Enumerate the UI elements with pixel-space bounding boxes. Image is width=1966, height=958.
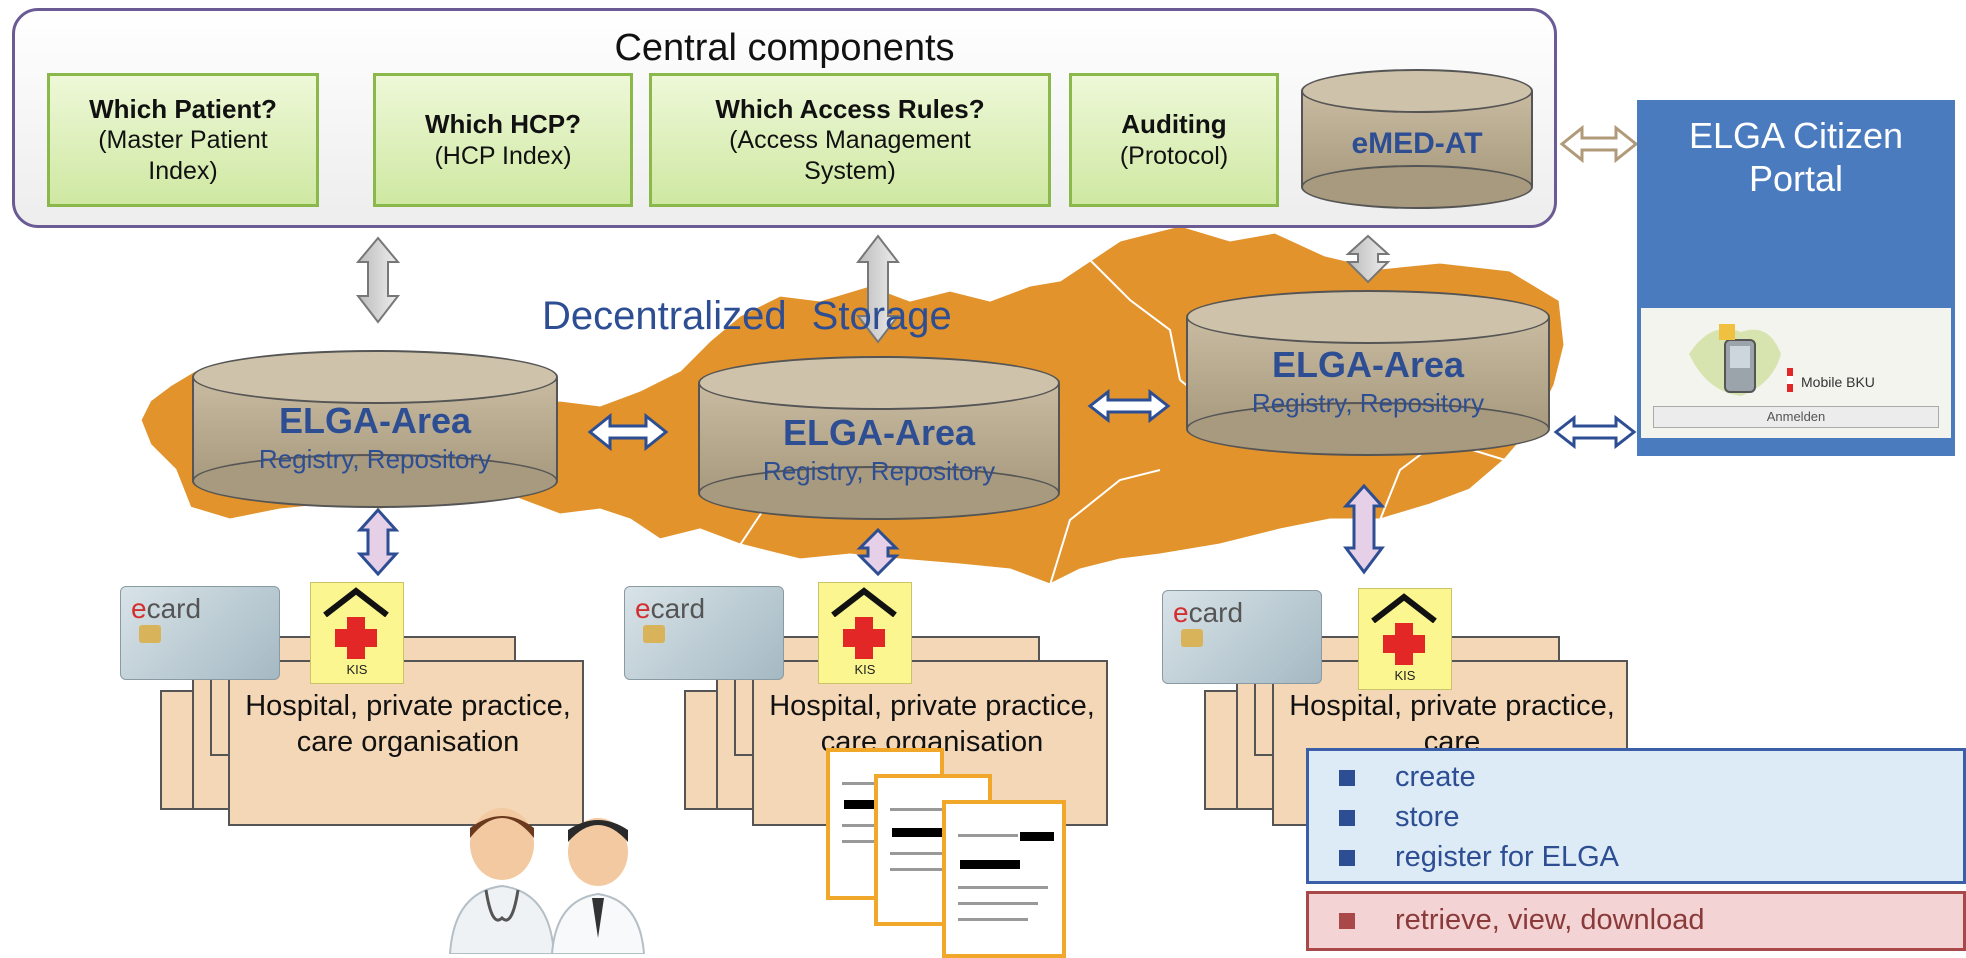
provider-text: Hospital, private practice, care — [1289, 690, 1615, 759]
central-components-title: Central components — [614, 27, 955, 69]
ecard-icon: ecard — [120, 586, 280, 680]
access-management-box: Which Access Rules? (Access Management S… — [649, 73, 1051, 207]
elga-area-title: ELGA-Area — [1271, 344, 1465, 385]
elga-area-subtitle: Registry, Repository — [1251, 388, 1485, 418]
legend-item-retrieve: retrieve, view, download — [1339, 904, 1705, 937]
kis-label: KIS — [346, 662, 368, 677]
provider-card — [228, 660, 584, 826]
auditing-box: Auditing (Protocol) — [1069, 73, 1279, 207]
elga-area-title: ELGA-Area — [782, 412, 976, 453]
box-heading: Which Patient? — [89, 93, 277, 124]
legend-citizen-actions: retrieve, view, download — [1306, 891, 1966, 951]
emed-at-label: eMED-AT — [1351, 127, 1483, 160]
elga-area-title: ELGA-Area — [278, 400, 472, 441]
ecard-icon: ecard — [624, 586, 784, 680]
elga-area-database: ELGA-Area Registry, Repository — [192, 350, 558, 508]
legend-item-create: create — [1339, 761, 1476, 794]
mobile-phone-icon — [1689, 324, 1781, 396]
ecard-icon: ecard — [1162, 590, 1322, 684]
kis-hospital-icon: KIS — [310, 582, 404, 684]
bku-flag-icon — [1787, 368, 1793, 392]
box-heading: Which Access Rules? — [715, 93, 985, 124]
kis-hospital-icon: KIS — [818, 582, 912, 684]
portal-title: ELGA Citizen Portal — [1688, 115, 1904, 200]
box-heading: Auditing — [1121, 108, 1227, 139]
box-subtext: (Protocol) — [1119, 141, 1229, 170]
decentralized-storage-label: Decentralized Storage — [542, 294, 952, 338]
portal-login-panel: Mobile BKU Anmelden — [1641, 308, 1951, 438]
box-heading: Which HCP? — [425, 108, 581, 139]
mobile-bku-label: Mobile BKU — [1801, 374, 1875, 390]
central-components-panel: Central components Which Patient? (Maste… — [12, 8, 1557, 228]
kis-label: KIS — [854, 662, 876, 677]
elga-area-subtitle: Registry, Repository — [258, 444, 492, 474]
emed-at-database: eMED-AT — [1301, 69, 1533, 209]
kis-hospital-icon: KIS — [1358, 588, 1452, 690]
box-subtext: (Master Patient Index) — [98, 126, 268, 185]
elga-area-database: ELGA-Area Registry, Repository — [1186, 290, 1550, 456]
legend-provider-actions: create store register for ELGA — [1306, 748, 1966, 884]
legend-item-store: store — [1339, 801, 1459, 834]
elga-area-subtitle: Registry, Repository — [762, 456, 996, 486]
elga-area-database: ELGA-Area Registry, Repository — [698, 356, 1060, 520]
kis-label: KIS — [1394, 668, 1416, 683]
document-icon — [942, 800, 1066, 958]
doctors-icon — [448, 808, 646, 954]
citizen-portal[interactable]: ELGA Citizen Portal Mobile BKU Anmelden — [1637, 100, 1955, 456]
provider-text: Hospital, private practice, care organis… — [245, 690, 571, 759]
hcp-index-box: Which HCP? (HCP Index) — [373, 73, 633, 207]
master-patient-index-box: Which Patient? (Master Patient Index) — [47, 73, 319, 207]
box-subtext: (HCP Index) — [434, 141, 572, 170]
box-subtext: (Access Management System) — [729, 126, 971, 185]
legend-item-register: register for ELGA — [1339, 841, 1619, 874]
login-button[interactable]: Anmelden — [1653, 406, 1939, 428]
